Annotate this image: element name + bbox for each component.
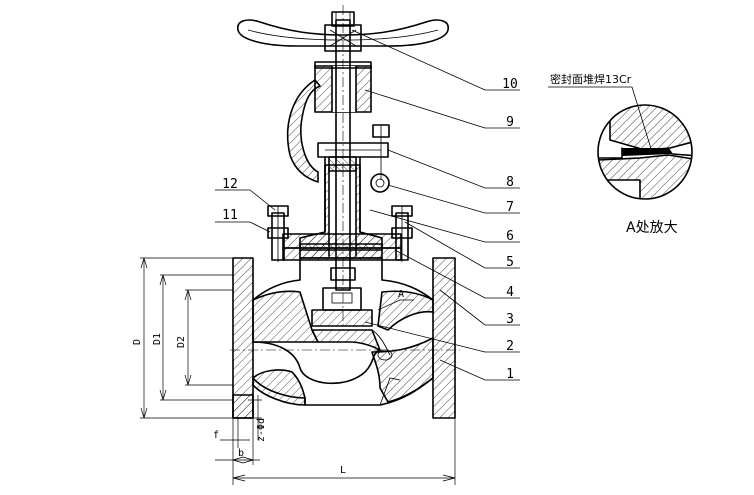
label-6: 6 <box>506 229 514 244</box>
right-flange <box>432 257 456 419</box>
label-7: 7 <box>506 200 514 215</box>
label-3: 3 <box>506 312 514 327</box>
label-2: 2 <box>506 339 514 354</box>
label-8: 8 <box>506 175 514 190</box>
dim-D1: D1 <box>152 333 163 345</box>
dim-z-phi-d: z-Φd <box>256 418 267 442</box>
inlet-lower-wall <box>252 369 306 406</box>
label-9: 9 <box>506 115 514 130</box>
bonnet <box>267 164 413 262</box>
label-4: 4 <box>506 285 514 300</box>
dim-D: D <box>132 339 143 345</box>
detail-note: 密封面堆焊13Cr <box>550 72 632 86</box>
eyebolt-pivot <box>370 173 390 193</box>
left-flange <box>232 257 254 419</box>
dimensions: D D1 D2 f b z-Φd L A <box>132 257 456 485</box>
valve-stem <box>330 5 356 330</box>
marker-A: A <box>398 289 404 300</box>
disc-body <box>311 309 373 327</box>
label-1: 1 <box>506 367 514 382</box>
inlet-passage <box>252 290 319 343</box>
outlet-upper-wall <box>377 290 434 331</box>
packing <box>328 156 357 172</box>
seat-partition <box>311 329 381 351</box>
label-10: 10 <box>502 77 518 92</box>
part-leaders: 10 9 8 7 6 5 4 3 2 1 12 11 <box>215 29 520 382</box>
label-5: 5 <box>506 255 514 270</box>
outlet-lower-wall <box>371 337 434 403</box>
yoke-arc <box>286 79 321 183</box>
detail-caption: A处放大 <box>626 220 678 236</box>
dim-b: b <box>238 448 244 459</box>
flow-passage <box>252 341 381 385</box>
sealing-overlay <box>622 148 672 156</box>
valve-disc <box>311 287 373 327</box>
dim-D2: D2 <box>176 336 187 348</box>
dim-L: L <box>340 465 346 476</box>
disc-nut <box>322 287 362 311</box>
bottom-lug <box>232 394 254 419</box>
handwheel-hub <box>324 24 362 52</box>
handwheel <box>237 11 449 52</box>
handwheel-rim <box>237 19 449 47</box>
gasket <box>299 243 383 251</box>
label-12: 12 <box>222 177 238 192</box>
dim-f: f <box>213 430 219 441</box>
label-11: 11 <box>222 208 238 223</box>
valve-body <box>232 257 456 419</box>
detail-A: 密封面堆焊13Cr A处放大 <box>548 72 693 236</box>
handwheel-nut <box>331 11 355 27</box>
